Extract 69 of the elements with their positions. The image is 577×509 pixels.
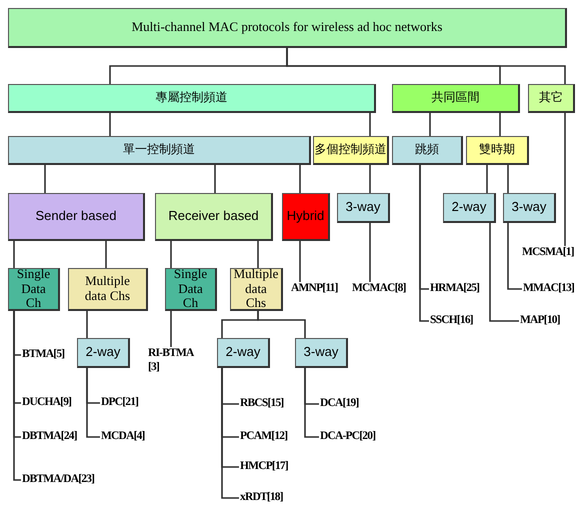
category-box: 共同區間 bbox=[392, 84, 520, 113]
protocol-label: MCDA[4] bbox=[101, 430, 145, 444]
protocol-label: MAP[10] bbox=[520, 314, 560, 328]
connector-line bbox=[257, 241, 259, 268]
category-box: Sender based bbox=[8, 193, 145, 241]
connector-line bbox=[486, 165, 488, 193]
connector-line bbox=[369, 223, 371, 282]
category-box: 單一控制頻道 bbox=[8, 136, 311, 165]
category-box: 2-way bbox=[217, 338, 270, 368]
category-box: Single Data Ch bbox=[165, 268, 217, 311]
connector-line bbox=[13, 311, 21, 481]
protocol-label: RI-BTMA [3] bbox=[148, 347, 196, 375]
protocol-label: MCSMA[1] bbox=[522, 246, 574, 260]
category-box: Multiple data Chs bbox=[68, 268, 148, 311]
category-box: 多個控制頻道 bbox=[313, 136, 389, 165]
category-box: 專屬控制頻道 bbox=[8, 84, 376, 113]
connector-line bbox=[299, 241, 301, 282]
category-box: 2-way bbox=[443, 193, 496, 223]
connector-line bbox=[86, 368, 100, 438]
connector-line bbox=[257, 311, 306, 338]
protocol-label: DCA-PC[20] bbox=[320, 430, 376, 444]
title-box: Multi-channel MAC protocols for wireless ad hoc networks bbox=[8, 8, 567, 48]
category-box: Single Data Ch bbox=[8, 268, 60, 311]
protocol-label: DBTMA[24] bbox=[22, 430, 77, 444]
protocol-label: MMAC[13] bbox=[523, 282, 574, 296]
connector-line bbox=[286, 48, 566, 84]
protocol-label: DUCHA[9] bbox=[22, 396, 72, 410]
protocol-label: HMCP[17] bbox=[240, 460, 288, 474]
connector-line bbox=[109, 113, 111, 136]
connector-line bbox=[304, 368, 319, 438]
connector-line bbox=[170, 311, 172, 347]
category-box: Hybrid bbox=[282, 193, 330, 241]
connector-line bbox=[299, 165, 301, 193]
connector-line bbox=[499, 113, 501, 136]
protocol-label: AMNP[11] bbox=[291, 282, 338, 296]
connector-line bbox=[507, 165, 509, 193]
category-box: 跳頻 bbox=[392, 136, 463, 165]
connector-line bbox=[105, 241, 107, 268]
protocol-label: xRDT[18] bbox=[240, 491, 283, 505]
protocol-label: DBTMA/DA[23] bbox=[22, 473, 94, 487]
protocol-label: BTMA[5] bbox=[22, 348, 64, 362]
connector-line bbox=[170, 241, 172, 268]
connector-line bbox=[44, 165, 46, 193]
category-box: 3-way bbox=[295, 338, 348, 368]
connector-line bbox=[507, 223, 522, 290]
connector-line bbox=[429, 113, 431, 136]
category-box: 3-way bbox=[503, 193, 556, 223]
protocol-label: DPC[21] bbox=[101, 396, 138, 410]
connector-line bbox=[564, 113, 566, 246]
protocol-label: MCMAC[8] bbox=[352, 282, 406, 296]
protocol-label: HRMA[25] bbox=[430, 282, 480, 296]
protocol-label: DCA[19] bbox=[320, 397, 358, 411]
connector-line bbox=[221, 368, 239, 499]
protocol-label: RBCS[15] bbox=[240, 397, 284, 411]
connector-line bbox=[369, 113, 371, 136]
protocol-label: SSCH[16] bbox=[430, 314, 473, 328]
category-box: Receiver based bbox=[155, 193, 273, 241]
connector-line bbox=[419, 165, 429, 322]
connector-line bbox=[369, 165, 371, 193]
connector-line bbox=[13, 241, 15, 268]
category-box: 雙時期 bbox=[466, 136, 529, 165]
category-box: 2-way bbox=[77, 338, 130, 368]
connector-line bbox=[86, 311, 88, 338]
connector-line bbox=[214, 165, 216, 193]
connector-line bbox=[489, 223, 519, 322]
protocol-label: PCAM[12] bbox=[240, 430, 288, 444]
category-box: 其它 bbox=[528, 84, 575, 113]
category-box: Multiple data Chs bbox=[230, 268, 283, 311]
category-box: 3-way bbox=[337, 193, 390, 223]
